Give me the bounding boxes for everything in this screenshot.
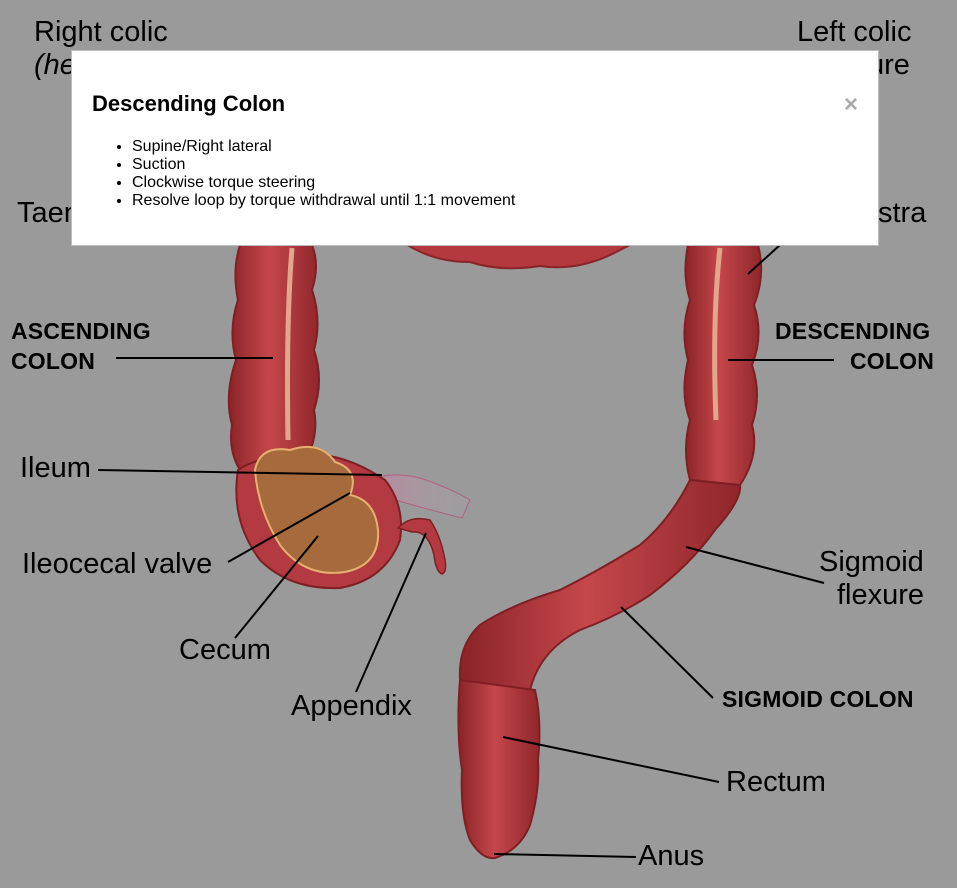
label-cecum: Cecum [179, 634, 271, 666]
modal-title: Descending Colon [92, 91, 286, 116]
ascending-taenia [285, 247, 295, 441]
descending-colon [683, 244, 763, 487]
label-right-colic-sub: (he [34, 49, 76, 81]
label-ascending-colon: ASCENDING [11, 318, 151, 344]
info-modal: Descending Colon × Supine/Right lateral … [71, 50, 879, 246]
label-anus: Anus [638, 840, 705, 872]
label-taenia-left: Taen [17, 197, 80, 229]
label-appendix: Appendix [291, 690, 412, 722]
label-descending-colon: DESCENDING [775, 318, 931, 344]
close-icon[interactable]: × [843, 91, 858, 118]
label-descending-colon-2: COLON [850, 348, 935, 374]
label-rectum: Rectum [726, 766, 826, 798]
modal-list: Supine/Right lateral Suction Clockwise t… [92, 138, 515, 210]
list-item: Resolve loop by torque withdrawal until … [132, 192, 515, 210]
label-sigmoid-colon: SIGMOID COLON [722, 686, 914, 712]
transverse-colon [396, 239, 641, 270]
label-taenia-right: stra [878, 197, 927, 229]
label-ileocecal-valve: Ileocecal valve [22, 548, 213, 580]
list-item: Supine/Right lateral [132, 138, 515, 156]
label-right-colic: Right colic [34, 16, 168, 48]
leader-lines [97, 244, 834, 858]
rectum [457, 678, 541, 860]
cecum-interior [253, 446, 380, 574]
descending-taenia [712, 247, 723, 421]
label-ileum: Ileum [20, 452, 91, 484]
label-ascending-colon-2: COLON [11, 348, 96, 374]
label-left-colic: Left colic [797, 16, 912, 48]
sigmoid-colon [458, 478, 742, 692]
appendix [396, 517, 447, 575]
label-sigmoid-flexure: Sigmoid [819, 546, 924, 578]
list-item: Suction [132, 156, 515, 174]
label-sigmoid-flexure-2: flexure [837, 579, 925, 611]
list-item: Clockwise torque steering [132, 174, 515, 192]
